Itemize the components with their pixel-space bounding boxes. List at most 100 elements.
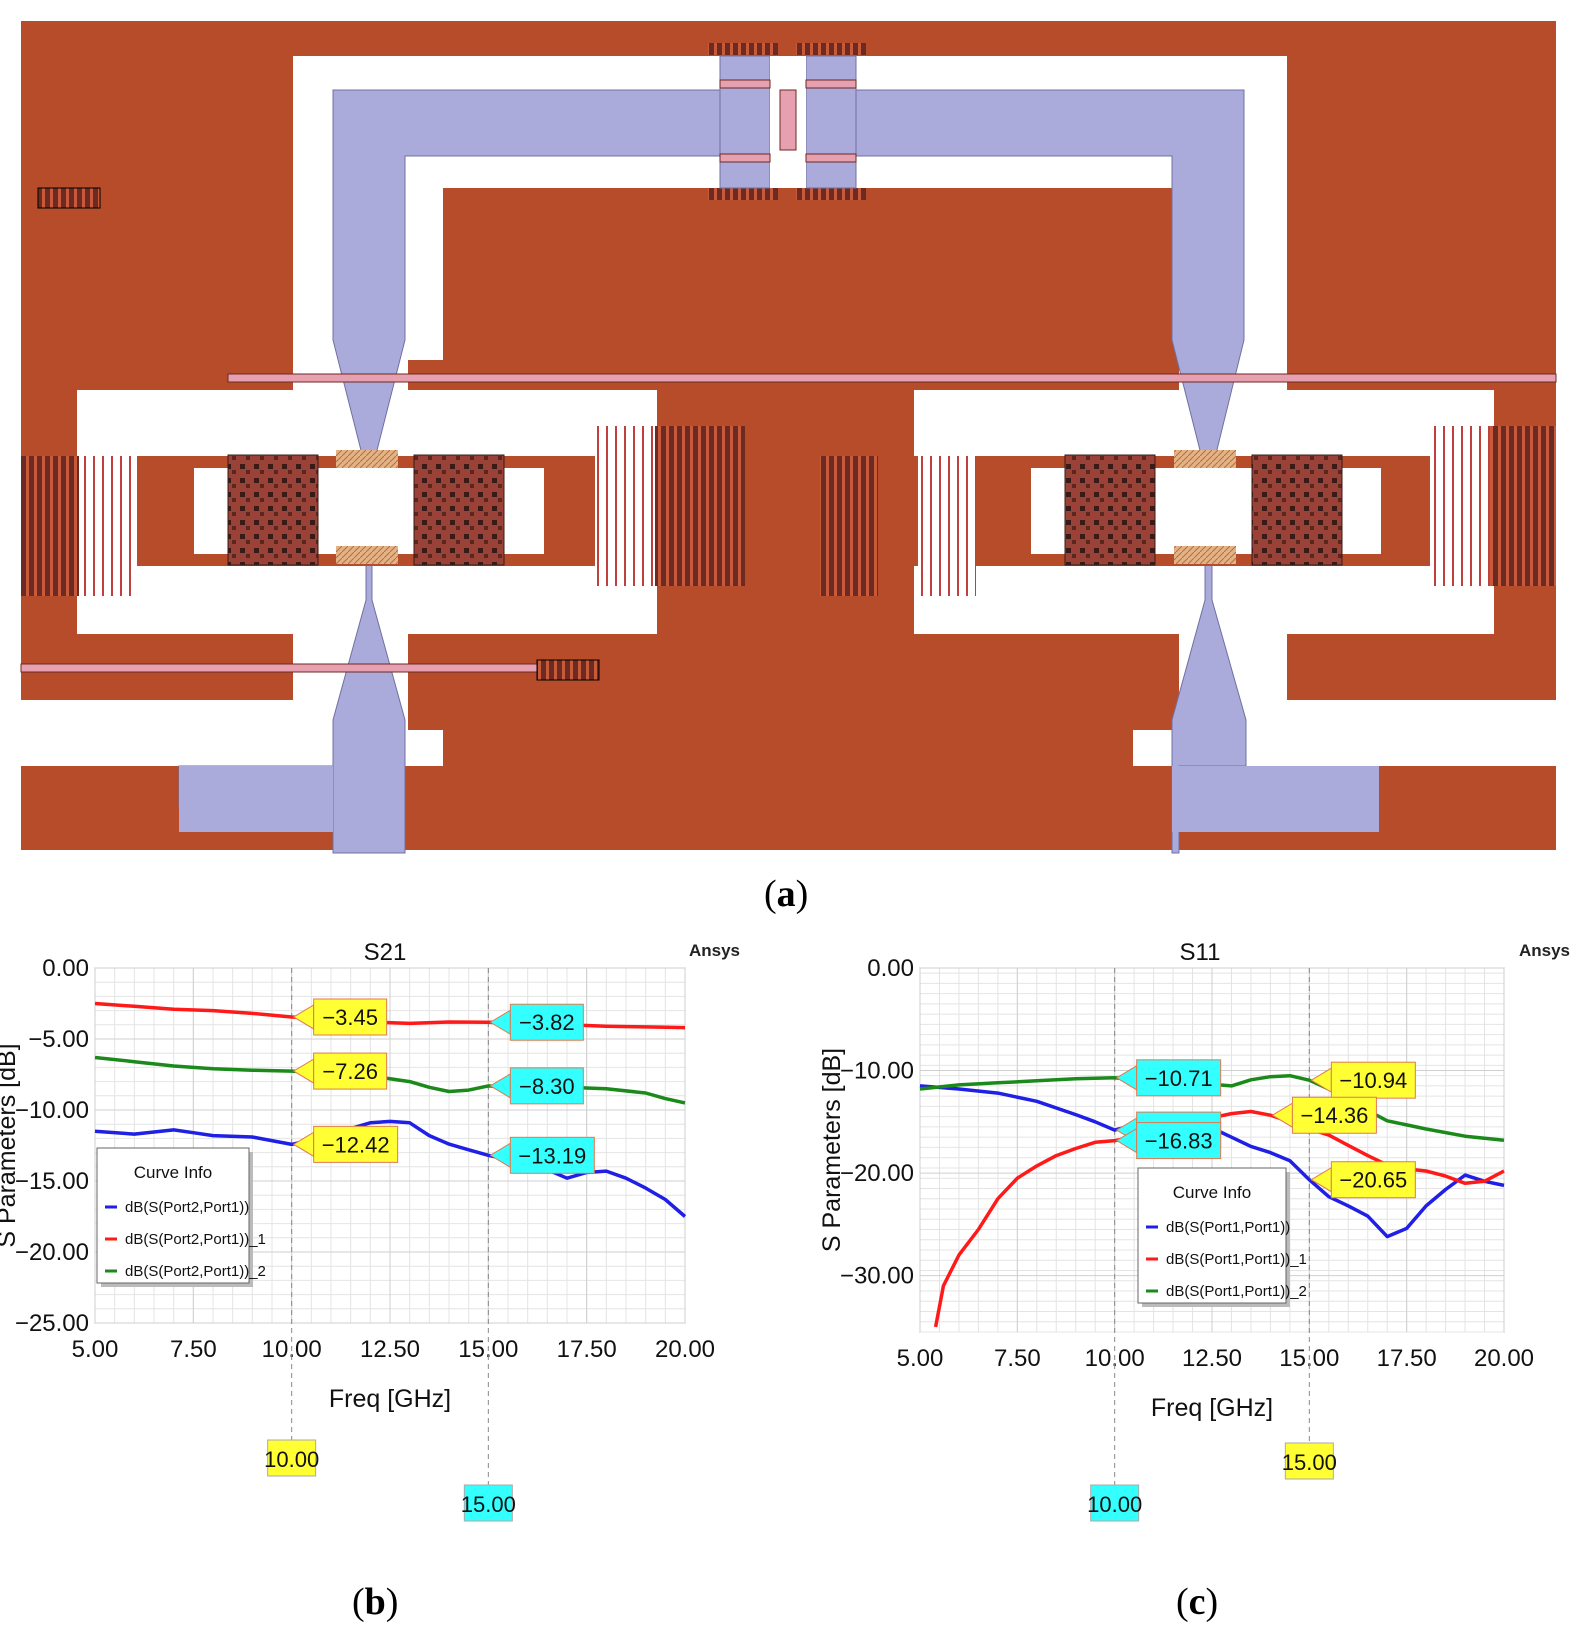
marker-box [1136,1122,1222,1160]
left-fingers-outer [21,456,79,596]
top-res-2 [796,43,866,55]
x-tick-label: 5.00 [72,1336,119,1363]
marker-label: −7.26 [322,1059,378,1084]
top-res-1 [708,43,778,55]
left-device-2 [413,454,505,566]
marker-box [1330,1161,1416,1199]
x-marker-box [1284,1442,1334,1480]
x-marker-label: 15.00 [461,1492,516,1517]
series-line-1 [94,1001,686,1030]
right-device-1 [1064,454,1156,566]
chart-s11: 5.00 7.50 10.00 12.50 15.00 17.50 20.00 0.00 −10… [818,939,1570,1522]
marker-box [1291,1096,1377,1134]
y-tick-label: −10.00 [840,1058,914,1085]
legend-box [1137,1167,1287,1304]
brand-label: Ansys [689,941,740,960]
top-res-bar-1 [719,79,771,89]
x-marker-box [267,1439,317,1477]
legend-entry: dB(S(Port1,Port1))_2 [1166,1283,1307,1300]
y-axis-label: S Parameters [dB] [818,1048,846,1252]
top-res-3 [708,188,778,200]
caption-c: (c) [1176,1581,1219,1623]
left-fingers-white [79,456,137,596]
right-fingers-end-dark [1490,426,1556,586]
legend-entry: dB(S(Port2,Port1))_1 [125,1231,266,1248]
x-marker-label: 10.00 [1087,1492,1142,1517]
marker-box [313,998,388,1036]
y-tick-label: −20.00 [15,1239,89,1266]
bias-line-top [227,373,1557,383]
caption-b: (b) [352,1581,399,1623]
x-tick-label: 12.50 [360,1336,420,1363]
x-tick-label: 7.50 [170,1336,217,1363]
top-cap-right [805,55,857,189]
bias-pad-bottom [536,659,600,681]
series-line-0 [919,1084,1505,1239]
top-res-bar-2 [805,79,857,89]
dielectric-bottom-right [1172,766,1379,832]
y-tick-label: −30.00 [840,1263,914,1290]
y-tick-label: 0.00 [867,955,914,982]
chart-title: S21 [364,939,407,966]
marker-label: −10.71 [1145,1066,1213,1091]
legend-title: Curve Info [134,1163,212,1182]
x-marker-label: 15.00 [1282,1450,1337,1475]
x-tick-label: 20.00 [655,1336,715,1363]
right-fingers-white [918,456,976,596]
legend-entry: dB(S(Port1,Port1)) [1166,1219,1290,1236]
x-marker-box [463,1484,513,1522]
marker-box [509,1136,595,1174]
right-pad-top [1174,450,1236,468]
marker-box [509,1067,584,1105]
top-res-bar-4 [805,153,857,163]
left-fingers-mid-dark [655,426,745,586]
left-pad-bottom [336,546,398,564]
x-tick-label: 17.50 [557,1336,617,1363]
marker-box [313,1052,388,1090]
marker-label: −13.19 [518,1143,586,1168]
right-fingers-mid-white [1430,426,1490,586]
x-marker-label: 10.00 [264,1447,319,1472]
y-tick-label: −25.00 [15,1310,89,1337]
marker-label: −14.36 [1300,1103,1368,1128]
top-res-bar-3 [719,153,771,163]
x-tick-label: 7.50 [994,1345,1041,1372]
legend-title: Curve Info [1173,1183,1251,1202]
brand-label: Ansys [1519,941,1570,960]
marker-box [1330,1061,1416,1099]
y-tick-label: −20.00 [840,1160,914,1187]
series-line-0 [94,1119,687,1218]
marker-label: −10.94 [1339,1068,1407,1093]
x-tick-label: 17.50 [1377,1345,1437,1372]
marker-label: −12.42 [322,1132,390,1157]
top-res-center [779,89,797,151]
right-device-2 [1251,454,1343,566]
marker-label: −3.45 [322,1005,378,1030]
marker-box [313,1125,399,1163]
legend-entry: dB(S(Port2,Port1)) [125,1199,249,1216]
chart-title: S11 [1180,939,1221,966]
x-marker-box [1090,1484,1140,1522]
y-tick-label: 0.00 [42,955,89,982]
left-pad-top [336,450,398,468]
metal-center-bridge [443,388,657,390]
x-tick-label: 12.50 [1182,1345,1242,1372]
white-below [0,850,1589,880]
marker-box [1136,1059,1222,1097]
x-tick-label: 20.00 [1474,1345,1534,1372]
marker-box [509,1003,584,1041]
dielectric-bottom-left [179,766,333,832]
right-fingers-dark [820,456,878,596]
bias-line-bottom [20,663,582,673]
metal-center-top [443,188,1133,388]
circuit-layout [0,21,1589,880]
top-cap-left [719,55,771,189]
left-device-1 [227,454,319,566]
marker-label: −16.83 [1145,1129,1213,1154]
marker-label: −8.30 [519,1074,575,1099]
marker-label: −3.82 [519,1010,575,1035]
series-line-2 [919,1073,1505,1143]
x-tick-label: 5.00 [897,1345,944,1372]
top-res-4 [796,188,866,200]
metal-center-bottom [443,620,1133,853]
